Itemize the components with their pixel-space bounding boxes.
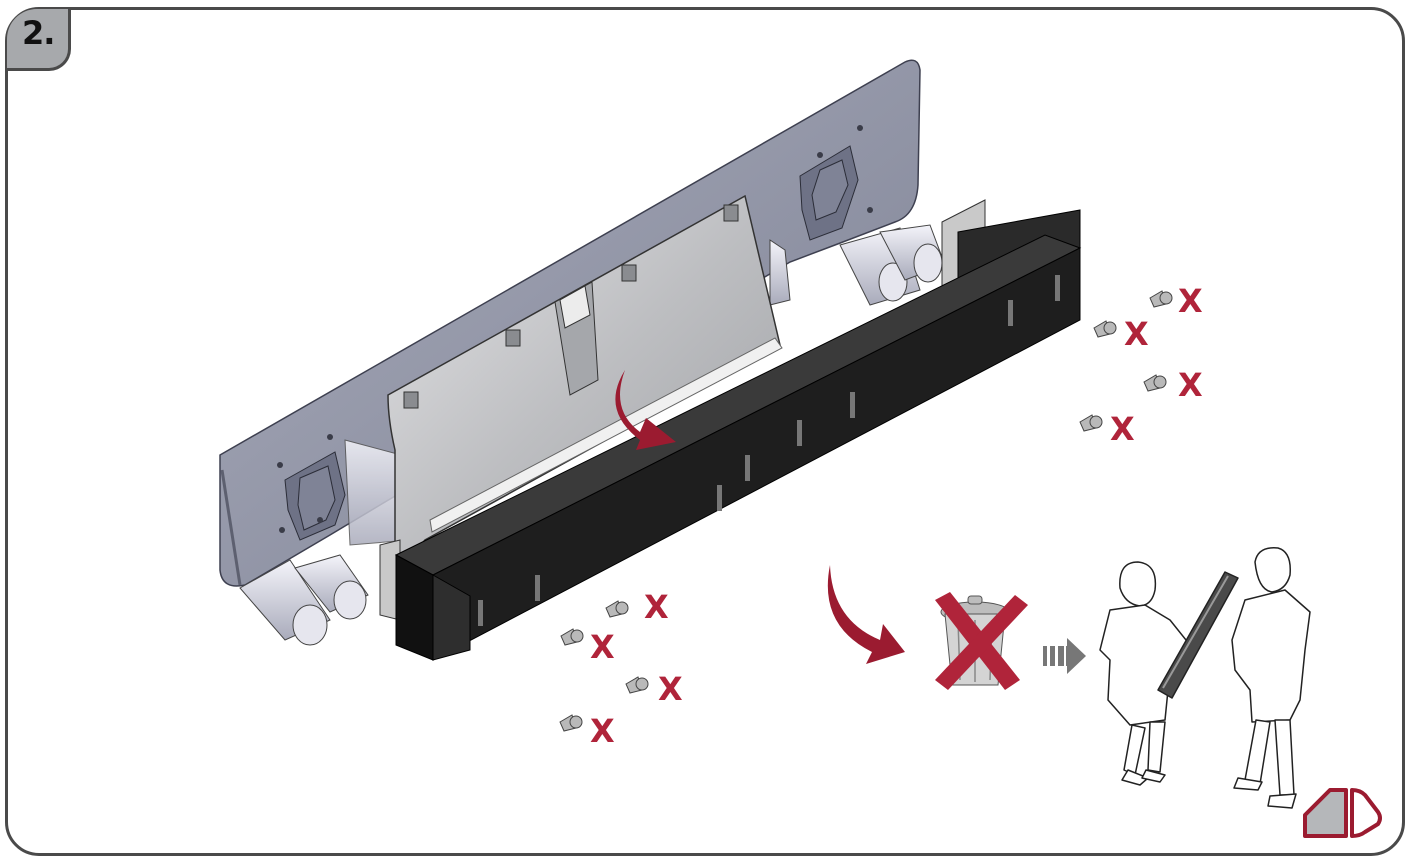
black-bumper-bar	[379, 199, 1082, 661]
down-arrow-icon	[615, 370, 676, 450]
remove-mark: X	[590, 628, 615, 666]
remove-mark: X	[1178, 282, 1203, 320]
step-frame	[5, 7, 1405, 856]
next-page-icon	[1303, 788, 1382, 838]
remove-mark: X	[1178, 366, 1203, 404]
down-arrow-icon	[827, 565, 905, 664]
screws-right	[1079, 290, 1173, 432]
remove-mark: X	[658, 670, 683, 708]
remove-marks: X X X X X X X X	[590, 282, 1203, 750]
forward-arrow-icon	[1043, 638, 1086, 674]
workers-illustration	[1099, 547, 1311, 809]
step-number: 2.	[22, 14, 55, 52]
remove-mark: X	[1124, 315, 1149, 353]
exhaust-pipes-right	[769, 224, 946, 306]
trash-can-icon	[935, 592, 1028, 690]
remove-mark: X	[644, 588, 669, 626]
remove-mark: X	[1110, 410, 1135, 448]
remove-mark: X	[590, 712, 615, 750]
screws-left	[559, 600, 649, 732]
rubber-flap	[387, 194, 783, 578]
step-tab	[7, 9, 71, 71]
